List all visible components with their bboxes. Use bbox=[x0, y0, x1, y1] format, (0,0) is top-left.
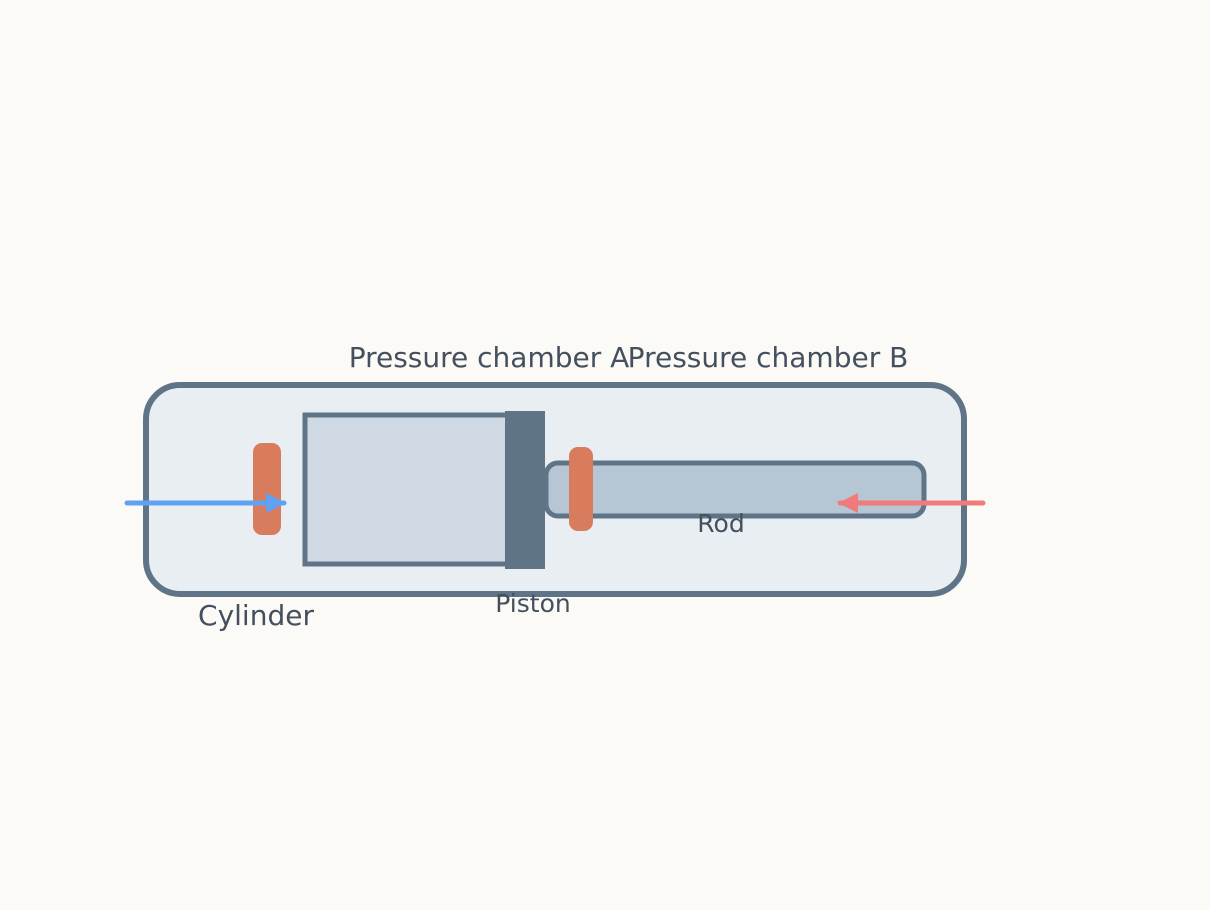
rod bbox=[543, 460, 927, 519]
pressure-chamber-b-label: Pressure chamber B bbox=[628, 341, 909, 374]
pressure-chamber-a-label: Pressure chamber A bbox=[349, 341, 630, 374]
rod-label: Rod bbox=[697, 509, 744, 538]
piston-label: Piston bbox=[495, 589, 570, 618]
piston bbox=[505, 411, 545, 569]
cylinder-label: Cylinder bbox=[198, 599, 314, 632]
inlet-seal bbox=[253, 443, 281, 535]
pressure-chamber-a-block bbox=[302, 412, 516, 567]
rod-seal bbox=[569, 447, 593, 531]
